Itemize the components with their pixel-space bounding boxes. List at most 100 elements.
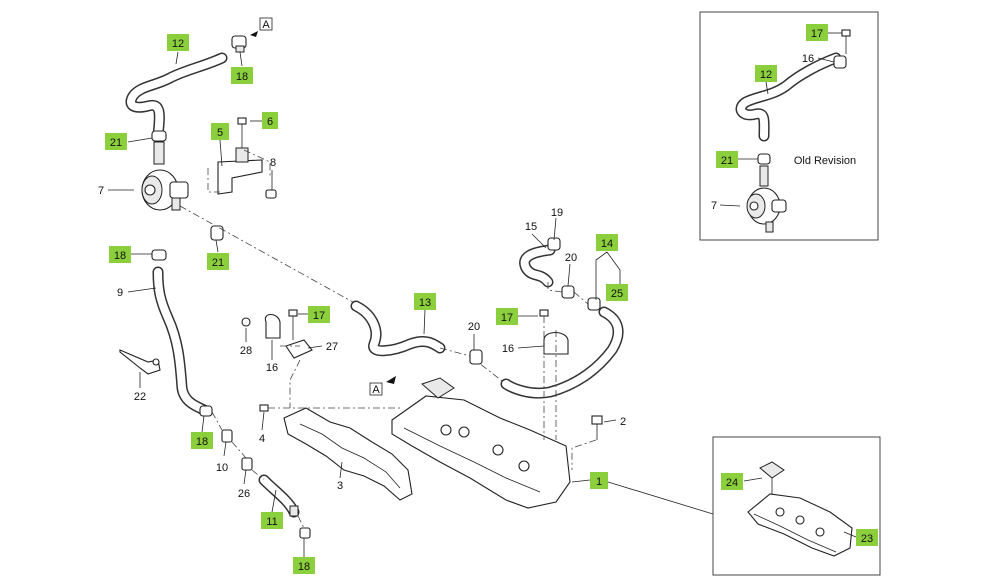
clamp-26 (241, 457, 253, 471)
svg-text:5: 5 (217, 127, 223, 139)
gasket-3 (283, 407, 413, 501)
svg-text:25: 25 (611, 288, 623, 300)
callout-27: 27 (326, 341, 338, 353)
callout-16-left: 16 (266, 362, 278, 374)
callout-12: 12 (167, 34, 189, 51)
callout-17-left: 17 (308, 306, 330, 323)
inset-hose-12 (735, 52, 842, 142)
clamp-16-right (543, 331, 569, 355)
hose-12 (125, 52, 228, 141)
svg-text:17: 17 (501, 312, 513, 324)
svg-text:24: 24 (726, 477, 738, 489)
bolt-17-left (288, 309, 298, 340)
svg-text:6: 6 (267, 116, 273, 128)
inset-callout-21: 21 (716, 151, 738, 168)
bolt-6 (237, 117, 247, 148)
callout-21-lower: 21 (207, 253, 229, 270)
svg-text:13: 13 (419, 297, 431, 309)
hose-13 (350, 300, 446, 357)
callout-25: 25 (606, 284, 628, 301)
callout-21-upper: 21 (105, 133, 127, 150)
callout-20-upper: 20 (565, 252, 577, 264)
callout-15: 15 (525, 221, 537, 233)
svg-text:12: 12 (172, 38, 184, 50)
callout-24: 24 (721, 473, 743, 490)
clamp-18-bottom (299, 527, 311, 539)
svg-text:11: 11 (266, 516, 277, 528)
callout-8: 8 (270, 157, 276, 169)
callout-10: 10 (216, 462, 228, 474)
inset-callout-16: 16 (802, 53, 814, 65)
clamp-21-lower (210, 225, 224, 241)
callout-18-lower: 18 (191, 432, 213, 449)
hose-25 (500, 306, 624, 399)
inset-clamp-21 (757, 153, 771, 165)
callout-13: 13 (414, 293, 436, 310)
ref-arrow-a-lower: A (369, 376, 396, 396)
ref-marker-a-lower: A (372, 384, 380, 396)
callout-6: 6 (262, 112, 278, 129)
ref-marker-a-top: A (262, 19, 270, 31)
svg-text:21: 21 (110, 137, 122, 149)
cover-assembly-inset-frame (712, 436, 881, 576)
svg-text:17: 17 (811, 28, 823, 40)
inset-callout-7: 7 (711, 200, 717, 212)
callout-18-top: 18 (231, 67, 253, 84)
bracket-5 (217, 147, 263, 195)
bolt-4 (259, 404, 269, 412)
clamp-18-lower (199, 405, 213, 417)
callout-17-right: 17 (496, 308, 518, 325)
hose-11 (258, 474, 300, 518)
inset-pcv-valve-7 (746, 165, 787, 233)
ref-arrow-a-top: A (250, 17, 273, 37)
bracket-27 (285, 339, 313, 359)
bolt-28 (241, 317, 251, 327)
bolt-2 (591, 415, 603, 440)
callout-20-lower: 20 (468, 321, 480, 333)
clamp-20-upper (561, 285, 575, 299)
callout-28: 28 (240, 345, 252, 357)
callout-7: 7 (98, 185, 104, 197)
svg-text:18: 18 (236, 71, 248, 83)
callout-16-right: 16 (502, 343, 514, 355)
callout-2: 2 (620, 416, 626, 428)
callout-18-bottom: 18 (293, 557, 315, 574)
oil-cap-24 (759, 461, 785, 494)
svg-text:18: 18 (196, 436, 208, 448)
leader-lines (108, 32, 857, 558)
cover-assembly-23 (747, 493, 853, 557)
clamp-16-left (264, 313, 281, 339)
callout-22: 22 (134, 391, 146, 403)
svg-text:17: 17 (313, 310, 325, 322)
part-22 (119, 349, 161, 375)
clamp-18-top (231, 35, 247, 53)
hose-15 (519, 244, 556, 288)
clamp-18-valve (151, 249, 167, 261)
svg-text:21: 21 (721, 155, 733, 167)
callout-23: 23 (856, 529, 878, 546)
old-revision-inset-frame (699, 11, 879, 241)
callout-9: 9 (117, 287, 123, 299)
fitting-10 (221, 429, 233, 443)
callout-14: 14 (596, 234, 618, 251)
connector-14 (587, 297, 601, 311)
callout-4: 4 (259, 433, 265, 445)
valve-cover-1 (391, 377, 571, 509)
old-revision-note: Old Revision (794, 155, 856, 167)
inset-fitting-16 (833, 55, 847, 69)
inset-callout-12: 12 (755, 65, 777, 82)
clamp-20-lower (469, 349, 483, 365)
callout-18-valve: 18 (109, 246, 131, 263)
pcv-valve-7 (141, 141, 189, 211)
callout-5: 5 (211, 123, 229, 140)
svg-text:21: 21 (212, 257, 224, 269)
callout-1: 1 (590, 472, 608, 489)
svg-text:18: 18 (298, 561, 310, 573)
svg-text:14: 14 (601, 238, 613, 250)
clamp-21-upper (151, 130, 167, 142)
hose-9 (152, 266, 210, 416)
svg-text:23: 23 (861, 533, 873, 545)
callout-3: 3 (337, 480, 343, 492)
bolt-17-right (539, 309, 549, 317)
